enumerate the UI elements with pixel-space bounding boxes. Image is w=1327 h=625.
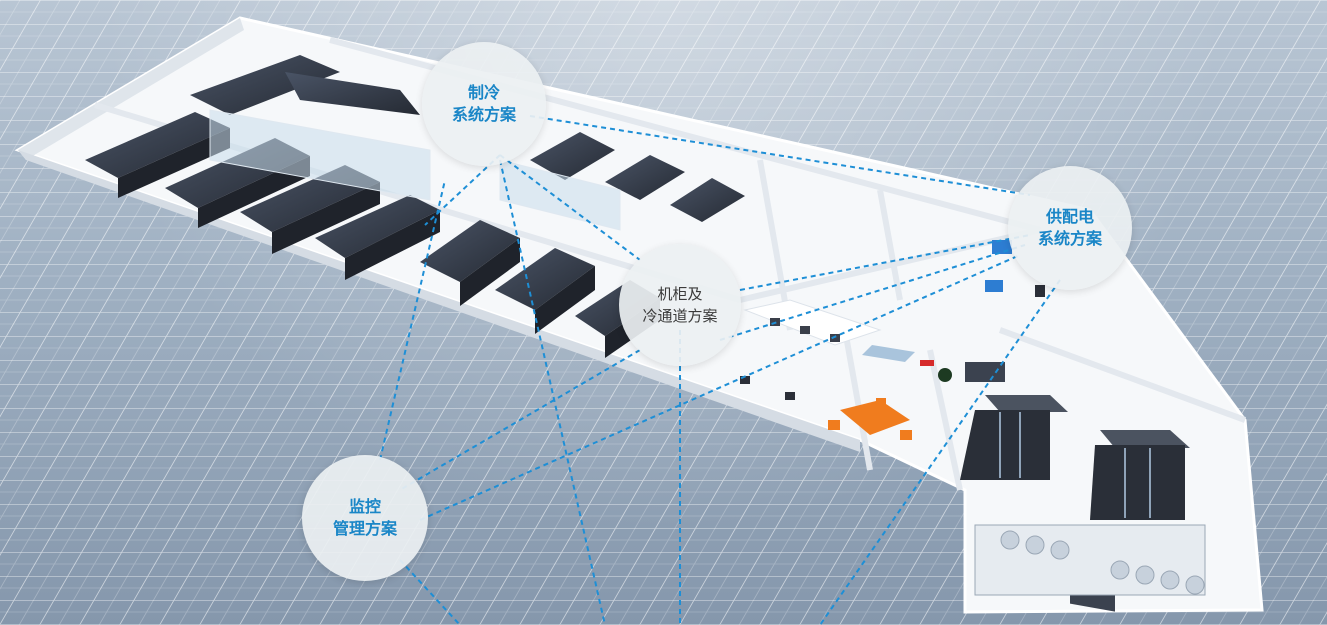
power-label-line1: 供配电 <box>1045 207 1094 226</box>
power-solution-bubble[interactable]: 供配电 系统方案 <box>1008 166 1132 290</box>
power-label-line2: 系统方案 <box>1037 229 1102 248</box>
rack-label-line2: 冷通道方案 <box>642 307 718 325</box>
building-outer-wall <box>18 18 244 160</box>
monitor-label-line1: 监控 <box>348 497 381 516</box>
connector-lines <box>379 115 1061 625</box>
rack-label-line1: 机柜及 <box>657 285 703 303</box>
monitor-solution-bubble[interactable]: 监控 管理方案 <box>302 455 428 581</box>
cooling-label-line2: 系统方案 <box>451 105 516 124</box>
cooling-unit-row <box>974 524 1206 596</box>
meeting-table <box>840 400 910 435</box>
power-rack-group <box>960 395 1190 520</box>
monitor-label-line2: 管理方案 <box>332 519 397 538</box>
cooling-solution-bubble[interactable]: 制冷 系统方案 <box>422 42 546 166</box>
rack-aisle-solution-bubble[interactable]: 机柜及 冷通道方案 <box>619 244 741 366</box>
cooling-label-line1: 制冷 <box>467 83 500 102</box>
building-front-wall <box>18 150 860 452</box>
